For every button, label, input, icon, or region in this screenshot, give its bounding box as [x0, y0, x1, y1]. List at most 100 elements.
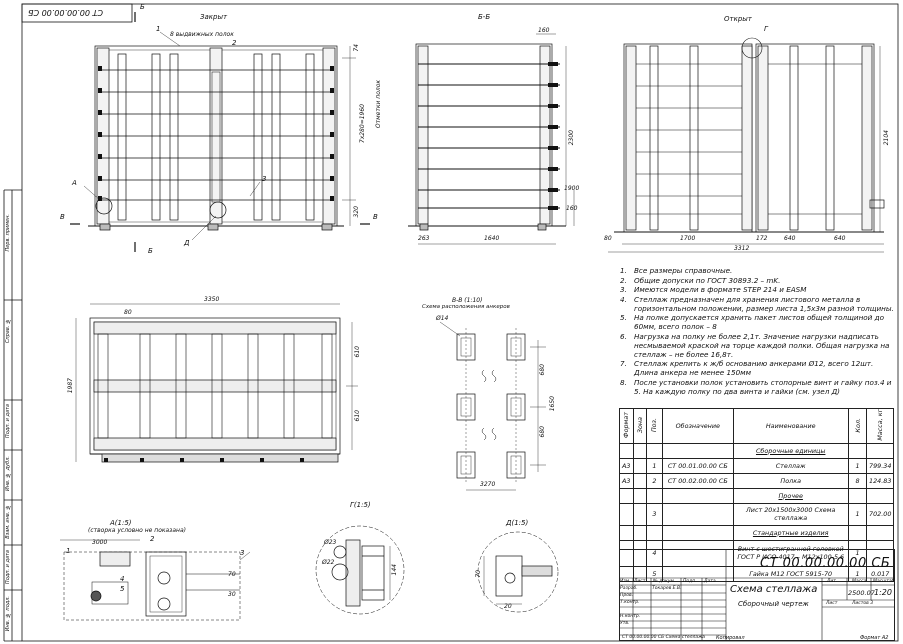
dim-680-a: 680: [539, 364, 546, 376]
title-block-name: Схема стеллажа: [730, 584, 818, 595]
margin-inv-podl: Инв. № подл.: [5, 596, 11, 632]
tb-role-utv: Утв.: [620, 621, 630, 626]
detail-a: [60, 539, 251, 621]
detail-position-4: 4: [120, 575, 125, 583]
section-mark-b-bottom: Б: [148, 247, 153, 255]
tb-format: Формат А2: [860, 635, 889, 641]
dim-610-b: 610: [354, 410, 361, 422]
dim-7x280: 7x280=1960: [359, 104, 366, 144]
bom-cell: 0.017: [866, 565, 894, 582]
view-section-bb: [408, 33, 575, 245]
bom-cell: А3: [619, 472, 634, 489]
table-row: А3 2 СТ 00.02.00.00 СБ Полка 8 124.83: [619, 472, 894, 489]
view-title-section-vv: В-В (1:10): [452, 297, 483, 304]
bom-header-format: Формат: [619, 408, 634, 444]
dim-263: 263: [418, 235, 430, 242]
title-block-subtitle: Сборочный чертеж: [738, 600, 809, 608]
bom-cell: 124.83: [866, 472, 894, 489]
note-3: 3.Имеются модели в формате STEP 214 и EA…: [620, 285, 807, 294]
bom-cell: 8: [847, 472, 868, 489]
bom-section-row: Сборочные единицы: [619, 442, 894, 459]
dim-70: 70: [228, 571, 236, 578]
dim-1650: 1650: [549, 396, 556, 412]
bom-cell: 1: [646, 457, 663, 474]
dim-160-bottom: 160: [566, 205, 578, 212]
bom-header-pos: Поз.: [646, 408, 663, 444]
tb-sheets: Листов 3: [852, 601, 874, 606]
position-3: 3: [262, 175, 267, 183]
tb-row-list: Лист: [634, 579, 646, 584]
detail-position-2: 2: [150, 535, 155, 543]
dim-1900: 1900: [564, 185, 580, 192]
dim-dia-22: Ø22: [322, 559, 335, 566]
tb-row-sign: Подп.: [683, 579, 697, 584]
tb-role-razrab: Разраб.: [620, 586, 638, 591]
bom-cell: 3: [646, 502, 663, 526]
position-2: 2: [232, 39, 237, 47]
bom-header-code: Обозначение: [661, 408, 734, 444]
note-1: 1.Все размеры справочные.: [620, 266, 733, 275]
note-8: 8.После установки полок установить стопо…: [620, 377, 892, 396]
view-open: [608, 37, 885, 253]
dim-144: 144: [391, 564, 398, 576]
note-2: 2.Общие допуски по ГОСТ 30893.2 – mK.: [620, 275, 781, 285]
bom-section-standard: Стандартные изделия: [732, 524, 849, 541]
bom-cell: Полка: [732, 472, 849, 489]
bom-cell: 1: [847, 565, 868, 582]
detail-position-1: 1: [66, 547, 71, 555]
view-subtitle-detail-a: (створка условно не показана): [88, 527, 186, 534]
dim-1987: 1987: [67, 378, 74, 394]
view-title-detail-d: Д(1:5): [506, 519, 529, 527]
bom-cell: 799.34: [866, 457, 894, 474]
note-7: 7.Стеллаж крепить к ж/б основанию анкера…: [620, 359, 874, 377]
dim-dia-23: Ø23: [324, 539, 337, 546]
view-title-closed: Закрыт: [200, 13, 228, 21]
dim-2300: 2300: [568, 130, 575, 146]
bom-cell: 2: [646, 472, 663, 489]
drawing-frame: [21, 3, 899, 642]
bom-cell: А3: [619, 457, 634, 474]
tb-row-izm: Изм.: [620, 579, 631, 584]
dim-3000: 3000: [92, 539, 108, 546]
bom-header-row: Формат Зона Поз. Обозначение Наименовани…: [619, 408, 894, 444]
bom-cell: СТ 00.02.00.00 СБ: [661, 472, 734, 489]
dim-20: 20: [504, 603, 512, 610]
bom-cell: 702.00: [866, 502, 894, 526]
title-block: СТ 00.00.00.00 СБ Схема стеллажа Сборочн…: [619, 549, 895, 641]
dim-1700: 1700: [680, 235, 696, 242]
dim-3350: 3350: [204, 296, 220, 303]
tb-developer: Токарев Е.В.: [652, 586, 682, 591]
tb-role-prov: Пров.: [620, 593, 634, 598]
tb-copied: Копировал: [716, 635, 745, 641]
dim-160-top: 160: [538, 27, 550, 34]
bom-section-other: Прочее: [732, 487, 849, 504]
bom-header-zone: Зона: [632, 408, 648, 444]
tb-mass-value: 2500.07: [848, 589, 875, 597]
dim-610-a: 610: [354, 346, 361, 358]
tb-bottom-code: СТ 00.00.00.00 СБ Схема стеллажа: [622, 635, 705, 640]
dim-3270: 3270: [480, 481, 496, 488]
bom-header-name: Наименование: [732, 408, 849, 444]
tb-row-doc: № докум.: [653, 579, 676, 584]
detail-position-5: 5: [120, 585, 125, 593]
dim-640-a: 640: [784, 235, 796, 242]
bom-header-qty: Кол.: [847, 408, 868, 444]
view-closed: [70, 12, 370, 252]
detail-g: [315, 525, 405, 615]
tb-role-tkontr: Т.контр.: [620, 600, 640, 605]
note-6: 6.Нагрузка на полку не более 2,1т. Значе…: [620, 331, 890, 359]
bom-section-assemblies: Сборочные единицы: [732, 442, 849, 459]
tb-scale-header: Масштаб: [873, 579, 895, 584]
dim-70-detail-d: 70: [475, 570, 482, 578]
tb-mass-header: Масса: [852, 579, 867, 584]
margin-podp-data-1: Подп. и дата: [5, 404, 11, 439]
margin-sprav: Справ. №: [5, 318, 11, 344]
callout-g: Г: [764, 25, 768, 33]
dim-80: 80: [604, 235, 612, 242]
bill-of-materials: Формат Зона Поз. Обозначение Наименовани…: [619, 408, 894, 582]
view-title-open: Открыт: [724, 15, 752, 23]
view-section-vv: [439, 321, 546, 491]
dim-320: 320: [353, 206, 360, 218]
view-title-detail-a: А(1:5): [110, 519, 132, 527]
